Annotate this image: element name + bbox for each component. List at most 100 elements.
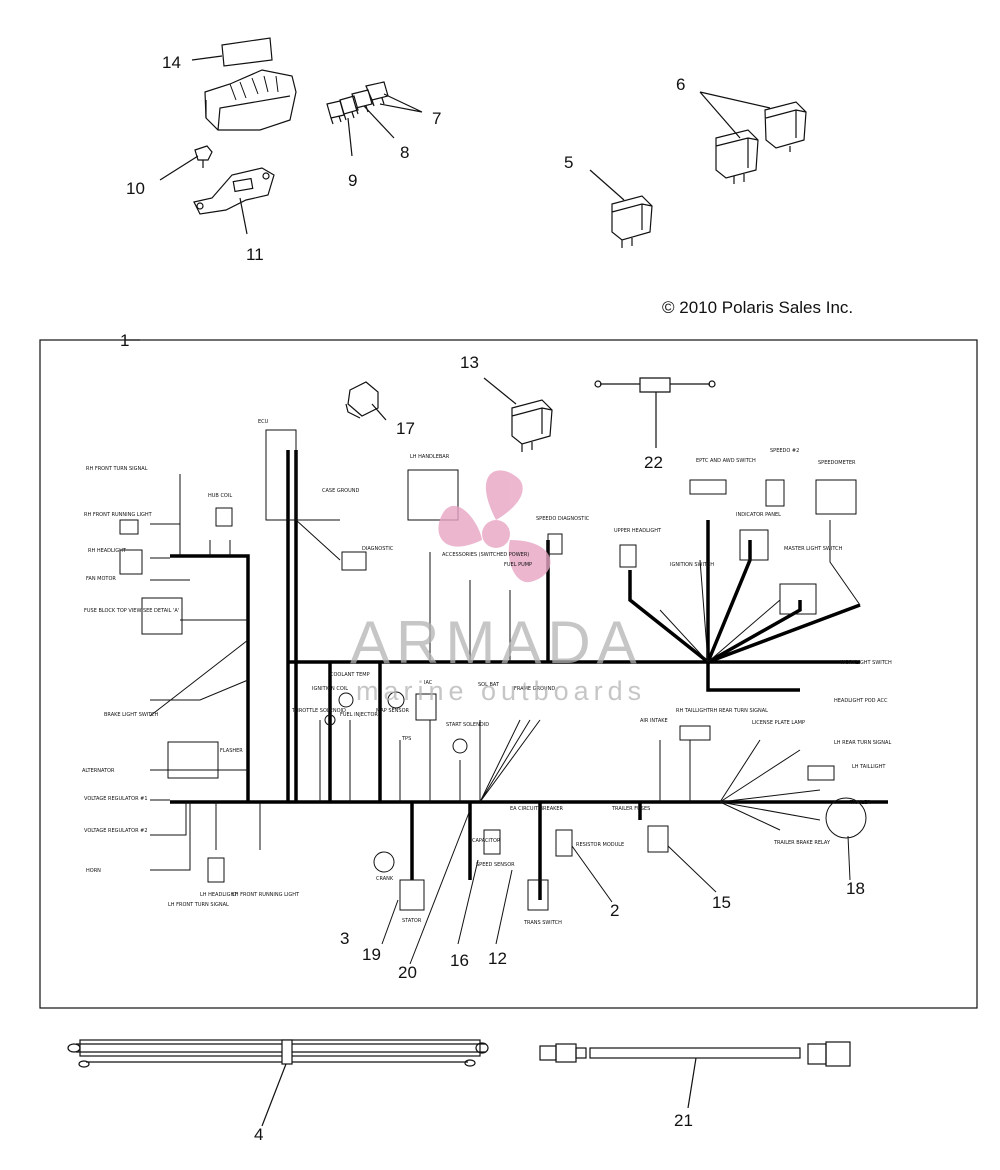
label-crank: CRANK [376,876,394,882]
extension-harness-icon [539,1041,851,1067]
label-eptc-awd-switch: EPTC AND AWD SWITCH [696,458,756,464]
label-indicator-panel: INDICATOR PANEL [736,512,781,518]
callout-18: 18 [846,879,865,898]
label-iac: IAC [424,680,433,686]
harness-branches [149,474,861,871]
label-tps: TPS [401,736,411,742]
callout-7: 7 [432,109,442,128]
callout-6: 6 [676,75,686,94]
callout-2: 2 [610,901,620,920]
label-rh-taillight: RH TAILLIGHT [676,708,711,714]
label-fuel-pump: FUEL PUMP [504,562,532,568]
label-air-intake: AIR INTAKE [640,718,668,724]
label-diagnostic: DIAGNOSTIC [362,546,394,552]
fuse-small-icon [326,100,345,125]
label-speedometer: SPEEDOMETER [818,460,856,466]
label-frame-ground: FRAME GROUND [514,686,555,692]
label-lh-front-turn-signal: LH FRONT TURN SIGNAL [168,902,229,908]
fuse-cover-icon [221,37,273,67]
callout-4: 4 [254,1125,264,1144]
label-ea-circuit-breaker: EA CIRCUIT BREAKER [510,806,564,812]
label-fuel-injector: FUEL INJECTOR [340,712,378,718]
label-lh-front-running-light: LH FRONT RUNNING LIGHT [232,892,300,898]
callout-12: 12 [488,949,507,968]
label-resistor-module: RESISTOR MODULE [576,842,624,848]
label-speedo-2: SPEEDO #2 [770,448,799,454]
label-ecu: ECU [258,419,269,425]
callout-10: 10 [126,179,145,198]
watermark-brand: ARMADA [350,609,643,676]
callout-8: 8 [400,143,410,162]
callout-21: 21 [674,1111,693,1130]
copyright-notice: © 2010 Polaris Sales Inc. [662,298,854,317]
harness-trunks [170,450,888,900]
callout-9: 9 [348,171,358,190]
label-coolant-temp: COOLANT TEMP [330,672,370,678]
label-flasher: FLASHER [220,748,243,754]
label-worklight-switch: WORKLIGHT SWITCH [840,660,892,666]
callout-15: 15 [712,893,731,912]
callout-16: 16 [450,951,469,970]
label-case-ground: CASE GROUND [322,488,360,494]
label-rh-front-running-light: RH FRONT RUNNING LIGHT [84,512,153,518]
label-fan-motor: FAN MOTOR [86,576,116,582]
relay-13-icon [511,399,553,452]
label-capacitor: CAPACITOR [472,838,501,844]
label-stator: STATOR [402,918,422,924]
callout-1: 1 [120,331,130,350]
label-upper-headlight: UPPER HEADLIGHT [614,528,662,534]
callout-19: 19 [362,945,381,964]
callout-20: 20 [398,963,417,982]
label-start-solenoid: START SOLENOID [446,722,489,728]
label-throttle-solenoid: THROTTLE SOLENOID [291,708,346,714]
label-rh-rear-turn-signal: RH REAR TURN SIGNAL [710,708,768,714]
label-lh-headlight: LH HEADLIGHT [200,892,238,898]
label-accessories: ACCESSORIES (SWITCHED POWER) [442,552,529,558]
callout-22: 22 [644,453,663,472]
schematic-connectors [119,429,867,911]
label-trailer-brake-relay: TRAILER BRAKE RELAY [773,840,831,846]
label-master-light-switch: MASTER LIGHT SWITCH [784,546,843,552]
relay-5-icon [611,195,653,248]
callout-13: 13 [460,353,479,372]
watermark-propeller-icon [438,470,551,583]
label-headlight-pod-acc: HEADLIGHT POD ACC [834,698,888,704]
callout-17: 17 [396,419,415,438]
label-horn: HORN [86,868,101,874]
callout-5: 5 [564,153,574,172]
connector-17-icon [345,381,379,419]
bolt-icon [194,145,213,168]
label-alternator: ALTERNATOR [82,768,115,774]
label-trailer-fuses: TRAILER FUSES [611,806,650,812]
fuse-9-icon [339,95,359,121]
label-ignition-coil: IGNITION COIL [312,686,348,692]
inline-fuse-holder-icon [600,377,710,393]
label-voltage-regulator-1: VOLTAGE REGULATOR #1 [84,796,148,802]
label-trailer: TRAILER [849,800,871,806]
label-map-sensor: MAP SENSOR [376,708,410,714]
label-license-plate-lamp: LICENSE PLATE LAMP [752,720,805,726]
harness-frame [39,339,978,1009]
callout-3: 3 [340,929,350,948]
label-brake-light-switch: BRAKE LIGHT SWITCH [104,712,159,718]
label-lh-taillight: LH TAILLIGHT [852,764,886,770]
schematic-label-layer: ECU RH FRONT TURN SIGNAL HUB COIL RH FRO… [82,419,892,926]
label-speed-sensor: SPEED SENSOR [476,862,515,868]
callout-14: 14 [162,53,181,72]
relay-6a-icon [764,101,807,149]
callout-11: 11 [246,245,264,264]
ground-cables-icon [67,1039,489,1068]
bracket-icon [193,167,275,215]
label-hub-coil: HUB COIL [208,493,232,499]
label-speedo-diagnostic: SPEEDO DIAGNOSTIC [536,516,590,522]
label-fuse-block: FUSE BLOCK TOP VIEW SEE DETAIL 'A' [84,608,179,614]
label-lh-handlebar: LH HANDLEBAR [410,454,450,460]
relay-6b-icon [715,129,759,179]
label-ignition-switch: IGNITION SWITCH [670,562,714,568]
label-rh-front-turn-signal: RH FRONT TURN SIGNAL [86,466,148,472]
label-voltage-regulator-2: VOLTAGE REGULATOR #2 [84,828,148,834]
label-sol-bat: SOL BAT [478,682,500,688]
label-lh-rear-turn-signal: LH REAR TURN SIGNAL [834,740,891,746]
